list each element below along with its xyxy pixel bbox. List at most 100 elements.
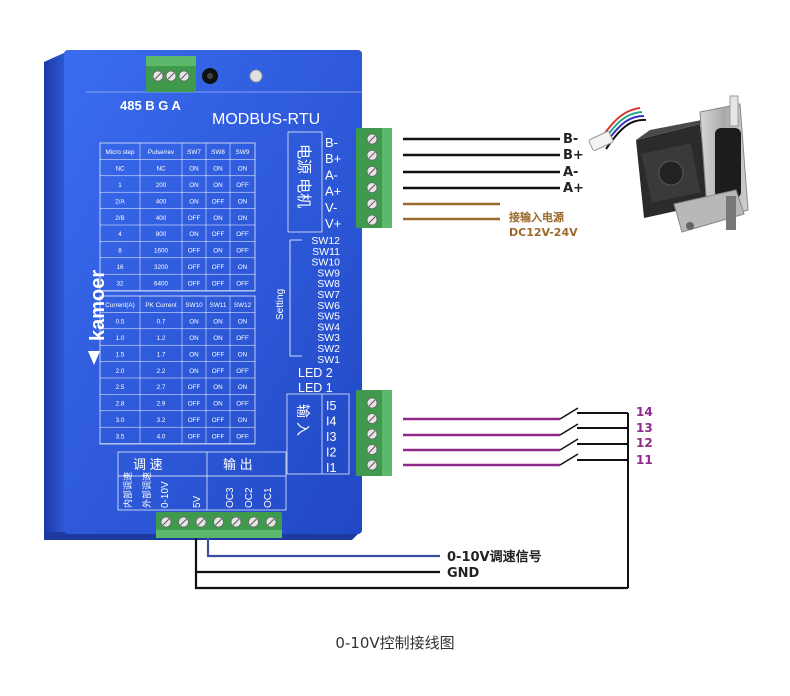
table-cell: 6400 (154, 280, 169, 287)
table-cell: NC (115, 166, 125, 173)
switch-label: SW11 (312, 246, 340, 258)
table-cell: ON (189, 335, 199, 342)
table-cell: ON (238, 417, 248, 424)
table-cell: 3.5 (116, 433, 125, 440)
table-cell: 2.8 (116, 401, 125, 408)
table-cell: OFF (188, 401, 201, 408)
status-led-icon (249, 69, 263, 83)
table-cell: OFF (212, 198, 225, 205)
driver-title: MODBUS-RTU (212, 111, 320, 128)
table-cell: ON (189, 166, 199, 173)
table-cell: 16 (116, 264, 124, 271)
table-cell: 1.5 (116, 351, 125, 358)
input-pin-label: I4 (326, 415, 336, 429)
table-cell: ON (189, 198, 199, 205)
table-cell: OFF (212, 351, 225, 358)
table-cell: OFF (188, 433, 201, 440)
bottom-terminal (156, 512, 282, 538)
driver-side-panel (44, 52, 66, 538)
table-header-cell: SW11 (210, 302, 227, 309)
table-header-cell: PK Current (145, 302, 176, 309)
table-cell: 2.5 (116, 384, 125, 391)
table-header-cell: SW7 (187, 149, 201, 156)
motor-power-pin-label: B- (325, 135, 338, 150)
gnd-label: GND (447, 566, 480, 581)
table-cell: 1.7 (157, 351, 166, 358)
motor-power-label-group: 电源 电机 B-B+A-A+V-V+ (287, 131, 341, 233)
switch-label: SW3 (317, 332, 340, 344)
table-cell: OFF (212, 417, 225, 424)
table-cell: 400 (156, 215, 167, 222)
table-cell: ON (213, 248, 223, 255)
wire-label-b-minus: B- (563, 132, 578, 147)
table-cell: 3200 (154, 264, 169, 271)
table-cell: ON (189, 182, 199, 189)
switch-label-12: 12 (636, 436, 653, 450)
table-cell: OFF (212, 231, 225, 238)
setting-bracket: Setting (275, 239, 302, 357)
table-header-cell: SW8 (211, 149, 225, 156)
bottom-pin-label: OC2 (244, 487, 255, 508)
switch-label: SW8 (317, 278, 340, 290)
table-cell: ON (238, 215, 248, 222)
table-cell: 32 (116, 280, 124, 287)
table-cell: 2.9 (157, 401, 166, 408)
table-cell: OFF (236, 248, 249, 255)
wire-label-a-plus: A+ (563, 181, 584, 196)
power-range: DC12V-24V (509, 226, 578, 239)
switch-label: SW7 (317, 289, 340, 301)
wire-label-b-plus: B+ (563, 148, 584, 163)
switch-label: SW12 (311, 235, 340, 247)
switch-label-14: 14 (636, 405, 653, 419)
switch-label: SW9 (317, 267, 340, 279)
table-cell: OFF (188, 248, 201, 255)
switch-label-13: 13 (636, 421, 653, 435)
table-cell: 200 (156, 182, 167, 189)
table-cell: 800 (156, 231, 167, 238)
table-cell: ON (238, 166, 248, 173)
table-cell: OFF (236, 401, 249, 408)
led-label: LED 1 (298, 381, 333, 395)
table-cell: OFF (236, 433, 249, 440)
motor-power-pin-label: V- (325, 200, 337, 215)
input-terminal (356, 390, 392, 476)
table-cell: ON (189, 368, 199, 375)
motor-power-terminal (356, 128, 392, 228)
diagram-caption: 0-10V控制接线图 (335, 634, 455, 652)
table-cell: NC (156, 166, 166, 173)
input-pin-label: I5 (326, 399, 336, 413)
table-cell: ON (238, 264, 248, 271)
speed-label: 调 速 (133, 457, 163, 472)
bottom-pin-label: 内部调速 (122, 472, 133, 508)
wire-label-a-minus: A- (563, 165, 578, 180)
table-cell: ON (213, 215, 223, 222)
table-cell: ON (213, 182, 223, 189)
table-cell: ON (238, 198, 248, 205)
power-note: 接输入电源 (509, 210, 564, 224)
brand-logo: kamoer (87, 270, 109, 365)
table-cell: OFF (188, 384, 201, 391)
table-cell: ON (238, 351, 248, 358)
bottom-pin-label: OC3 (225, 487, 236, 508)
table-cell: ON (238, 384, 248, 391)
table-cell: ON (213, 319, 223, 326)
table-cell: ON (213, 335, 223, 342)
motor-power-pin-label: A+ (325, 184, 341, 199)
table-cell: OFF (236, 335, 249, 342)
table-header-cell: Pulse/rev (148, 149, 175, 156)
table-cell: 400 (156, 198, 167, 205)
signal-wires: 0-10V调速信号 GND (194, 538, 628, 590)
table-cell: ON (189, 351, 199, 358)
table-cell: 0.5 (116, 319, 125, 326)
table-cell: ON (213, 166, 223, 173)
table-header-cell: SW9 (236, 149, 250, 156)
driver-face (64, 50, 362, 534)
table-header-cell: SW12 (234, 302, 252, 309)
table-cell: OFF (236, 368, 249, 375)
